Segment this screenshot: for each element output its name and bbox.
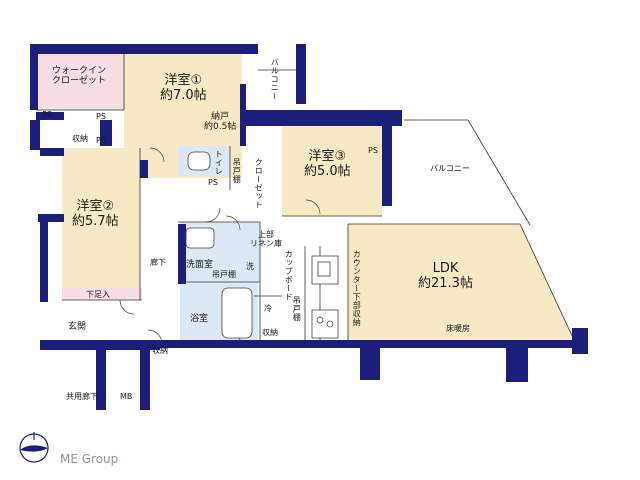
nando-size: 約0.5帖	[204, 122, 237, 133]
entrance-label: 玄関	[68, 322, 87, 332]
ldk-size: 約21.3帖	[418, 275, 473, 291]
western1-size: 約7.0帖	[160, 87, 207, 103]
common-corridor-label: 共用廊下	[66, 392, 98, 401]
compass-logo-icon	[19, 432, 49, 463]
bathroom-label: 浴室	[190, 314, 209, 324]
ps-label-5: PS	[368, 146, 378, 155]
hanging-shelf-label-1: 吊戸棚	[232, 158, 242, 184]
ldk-area	[348, 224, 574, 340]
upper-linen-line1: 上部	[258, 230, 274, 239]
western3-label: 洋室③ 約5.0帖	[304, 149, 351, 180]
ps-label-2: PS	[96, 112, 106, 121]
western2-label: 洋室② 約5.7帖	[72, 199, 119, 230]
western1-label: 洋室① 約7.0帖	[160, 73, 207, 104]
balcony-right-label: バルコニー	[430, 164, 470, 173]
walk-in-closet-line1: ウォークイン	[52, 66, 107, 76]
upper-linen-line2: リネン庫	[250, 239, 282, 249]
toilet-label: トイレ	[214, 150, 224, 176]
mb-label: MB	[120, 392, 133, 401]
walk-in-closet-label: ウォークイン クローゼット	[52, 66, 106, 87]
walk-in-closet-line2: クローゼット	[52, 76, 107, 87]
hanging-shelf-label-2: 吊戸棚	[212, 270, 236, 279]
wash-label: 洗	[246, 262, 254, 271]
storage-label-1: 収納	[72, 134, 88, 143]
western1-name: 洋室①	[164, 73, 203, 88]
ps-label-3: PS	[96, 136, 106, 145]
western2-area	[62, 148, 140, 288]
washroom-label: 洗面室	[186, 260, 214, 270]
ldk-label: LDK 約21.3帖	[418, 261, 473, 292]
western3-size: 約5.0帖	[304, 163, 351, 179]
western3-name: 洋室③	[308, 149, 347, 164]
balcony-top-label: バルコニー	[270, 58, 280, 101]
fridge-label: 冷	[264, 304, 272, 313]
cupboard-label: カップボード	[284, 250, 294, 301]
ldk-name: LDK	[432, 261, 459, 276]
nando-name: 納戸	[211, 112, 230, 122]
counter-label: カウンター下部収納	[352, 250, 362, 327]
ps-label-4: PS	[208, 178, 218, 187]
ps-label-1: PS	[42, 110, 52, 119]
western2-size: 約5.7帖	[72, 213, 119, 229]
shoe-storage-label: 下足入	[86, 290, 110, 299]
western2-name: 洋室②	[76, 199, 115, 214]
upper-linen-label: 上部 リネン庫	[250, 230, 282, 248]
storage-label-3: 収納	[152, 346, 168, 355]
corridor-label: 廊下	[150, 258, 166, 267]
closet-label: クローゼット	[254, 158, 264, 209]
storage-label-2: 収納	[262, 328, 278, 337]
shoe-storage-area	[62, 288, 142, 300]
walk-in-closet-area	[36, 54, 124, 110]
logo-text: ME Group	[60, 452, 119, 466]
nando-label: 納戸 約0.5帖	[204, 112, 236, 133]
hanging-shelf-label-3: 吊戸棚	[292, 296, 302, 322]
floor-heating-label: 床暖房	[446, 324, 470, 333]
western3-area	[282, 126, 382, 216]
